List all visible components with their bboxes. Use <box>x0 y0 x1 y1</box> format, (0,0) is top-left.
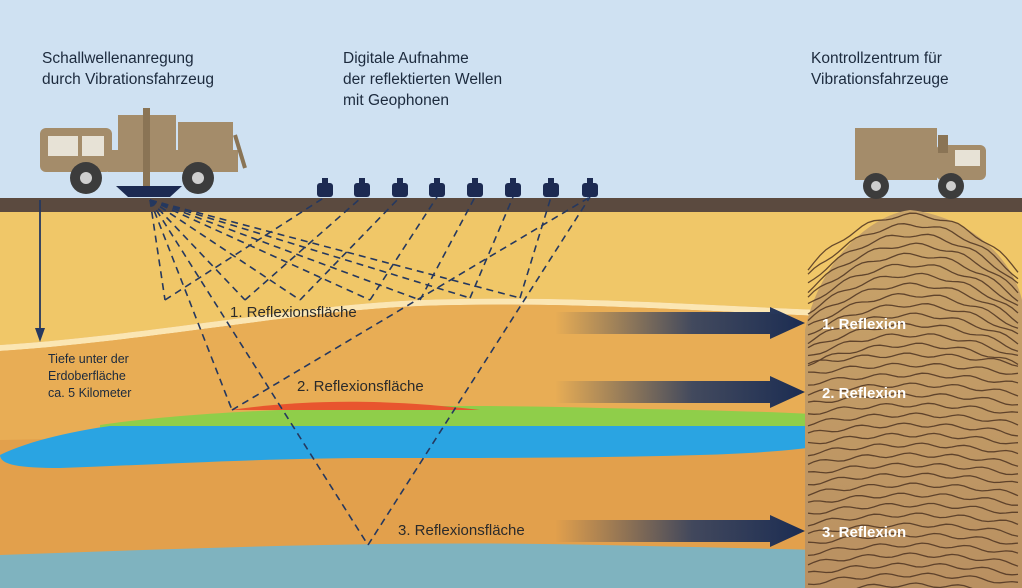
seismic-trace <box>807 312 1019 345</box>
seismic-trace <box>807 452 1019 467</box>
arrow-icon <box>555 307 805 339</box>
geophone-icon <box>467 178 483 197</box>
seismic-trace <box>807 322 1019 352</box>
seismic-trace <box>807 233 1019 284</box>
seismic-trace <box>807 432 1019 445</box>
seismic-trace <box>807 333 1019 357</box>
ground-surface <box>0 198 1022 212</box>
seismic-trace <box>807 342 1019 367</box>
depth-note: Tiefe unter der Erdoberfläche ca. 5 Kilo… <box>48 352 132 400</box>
seismic-trace <box>807 352 1019 367</box>
seismic-trace <box>807 572 1019 586</box>
geophone-icon <box>317 178 333 197</box>
seismic-trace <box>807 372 1019 386</box>
seismic-trace <box>807 552 1019 567</box>
reflection-surface-1-label: 1. Reflexionsfläche <box>230 304 357 321</box>
vibration-truck-label: Schallwellenanregung durch Vibrationsfah… <box>42 50 215 88</box>
seismic-trace <box>807 542 1019 557</box>
seismic-trace <box>807 562 1019 576</box>
seismic-trace <box>807 263 1019 306</box>
seismic-trace <box>807 303 1019 336</box>
seismic-trace <box>807 532 1019 545</box>
seismic-trace <box>807 412 1019 427</box>
control-truck-icon <box>855 128 986 199</box>
upper-sand-layer <box>0 210 1022 345</box>
seismic-trace <box>807 282 1019 324</box>
geophone-icon <box>429 178 445 197</box>
green-layer <box>100 405 900 428</box>
seismic-trace <box>807 422 1019 437</box>
reflection-1-label: 1. Reflexion <box>822 316 907 333</box>
seismic-trace <box>807 292 1019 329</box>
seismic-trace <box>807 242 1019 294</box>
water-layer <box>0 426 900 468</box>
reflection-3-label: 3. Reflexion <box>822 524 907 541</box>
seismic-trace <box>807 272 1019 315</box>
vibration-truck-icon <box>40 108 247 197</box>
bedrock-layer <box>0 543 1022 588</box>
reflection-2-label: 2. Reflexion <box>822 385 907 402</box>
seismic-trace <box>807 502 1018 515</box>
geophone-array <box>317 178 598 197</box>
geophone-icon <box>582 178 598 197</box>
red-lens <box>230 401 480 410</box>
reflection-surface-2-label: 2. Reflexionsfläche <box>297 378 424 395</box>
seismic-trace <box>807 482 1019 497</box>
arrow-icon <box>555 376 805 408</box>
seismic-trace <box>807 512 1019 527</box>
geophone-icon <box>354 178 370 197</box>
seismic-trace <box>807 522 1019 537</box>
seismic-trace <box>807 223 1019 280</box>
seismic-trace <box>807 492 1018 506</box>
reflection-surface-1 <box>0 298 1022 351</box>
seismic-trace <box>807 392 1019 406</box>
seismic-trace <box>807 402 1019 415</box>
geophone-icon <box>392 178 408 197</box>
seismic-section <box>805 210 1022 588</box>
seismic-trace <box>807 382 1019 397</box>
seismic-trace <box>856 582 973 588</box>
seismic-trace <box>807 252 1019 302</box>
seismic-trace <box>807 362 1019 375</box>
geophone-label: Digitale Aufnahme der reflektierten Well… <box>343 50 503 109</box>
arrow-icon <box>555 515 805 547</box>
reflection-surface-3-label: 3. Reflexionsfläche <box>398 522 525 539</box>
seismic-trace <box>807 442 1019 457</box>
geophone-icon <box>543 178 559 197</box>
seismic-trace <box>807 212 1019 273</box>
depth-arrow-icon <box>35 200 45 342</box>
seismic-trace <box>807 472 1019 486</box>
control-center-label: Kontrollzentrum für Vibrationsfahrzeuge <box>811 50 949 88</box>
middle-sand-layer <box>0 304 1022 440</box>
seismic-trace <box>807 462 1019 476</box>
seismic-rays <box>149 196 591 546</box>
geophone-icon <box>505 178 521 197</box>
